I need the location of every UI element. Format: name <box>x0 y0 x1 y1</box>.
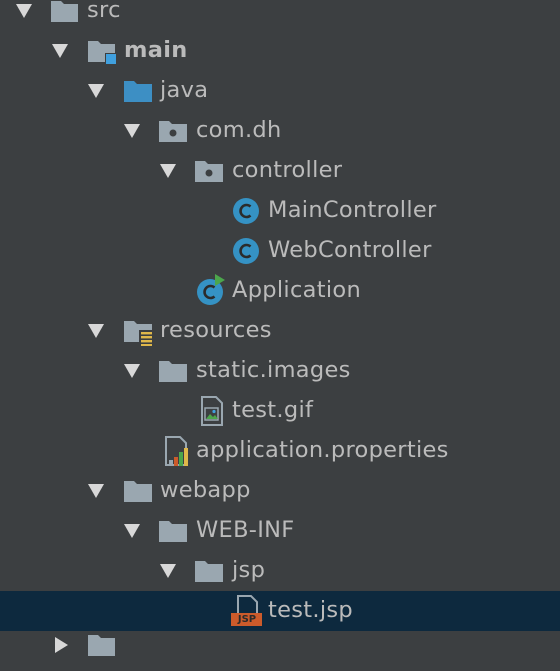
expand-arrow-icon[interactable] <box>124 364 140 378</box>
tree-node-label: MainController <box>268 197 437 223</box>
folder-icon <box>50 0 84 31</box>
tree-node-label: jsp <box>232 557 266 583</box>
tree-node-com-dh[interactable]: com.dh <box>0 111 560 151</box>
image-file-icon <box>196 391 230 431</box>
module-folder-icon <box>87 31 121 71</box>
folder-icon <box>158 511 192 551</box>
java-class-icon <box>231 231 265 271</box>
tree-node-web-controller[interactable]: WebController <box>0 231 560 271</box>
tree-node-application[interactable]: Application <box>0 271 560 311</box>
expand-arrow-icon[interactable] <box>88 324 104 338</box>
tree-node-label: application.properties <box>196 437 449 463</box>
expand-arrow-icon[interactable] <box>160 164 176 178</box>
project-tree: src main java com.dh controller <box>0 0 560 656</box>
tree-node-src[interactable]: src <box>0 0 560 31</box>
package-icon <box>158 111 192 151</box>
tree-node-static-images[interactable]: static.images <box>0 351 560 391</box>
expand-arrow-icon[interactable] <box>52 44 68 58</box>
expand-arrow-icon[interactable] <box>124 124 140 138</box>
folder-icon <box>194 551 228 591</box>
tree-node-application-properties[interactable]: application.properties <box>0 431 560 471</box>
tree-node-label: test.jsp <box>268 597 354 623</box>
tree-node-test-jsp[interactable]: JSP test.jsp <box>0 591 560 631</box>
tree-node-partial[interactable] <box>0 631 560 671</box>
tree-node-label: static.images <box>196 357 351 383</box>
runnable-class-icon <box>195 271 229 311</box>
tree-node-label: WebController <box>268 237 432 263</box>
jsp-file-icon: JSP <box>230 591 264 631</box>
properties-file-icon <box>160 431 194 471</box>
folder-icon <box>87 631 121 671</box>
tree-node-web-inf[interactable]: WEB-INF <box>0 511 560 551</box>
folder-icon <box>123 471 157 511</box>
package-icon <box>194 151 228 191</box>
tree-node-main-controller[interactable]: MainController <box>0 191 560 231</box>
tree-node-label: java <box>160 77 209 103</box>
tree-node-label: controller <box>232 157 343 183</box>
expand-arrow-icon[interactable] <box>16 4 32 18</box>
expand-arrow-icon[interactable] <box>88 484 104 498</box>
folder-icon <box>158 351 192 391</box>
source-folder-icon <box>123 71 157 111</box>
tree-node-jsp[interactable]: jsp <box>0 551 560 591</box>
tree-node-label: webapp <box>160 477 251 503</box>
java-class-icon <box>231 191 265 231</box>
expand-arrow-icon[interactable] <box>124 524 140 538</box>
tree-node-label: WEB-INF <box>196 517 295 543</box>
resources-folder-icon <box>123 311 157 351</box>
tree-node-java[interactable]: java <box>0 71 560 111</box>
expand-arrow-icon[interactable] <box>160 564 176 578</box>
tree-node-label: com.dh <box>196 117 282 143</box>
tree-node-label: resources <box>160 317 272 343</box>
tree-node-label: test.gif <box>232 397 314 423</box>
tree-node-controller[interactable]: controller <box>0 151 560 191</box>
tree-node-resources[interactable]: resources <box>0 311 560 351</box>
tree-node-label: main <box>124 37 188 63</box>
tree-node-main[interactable]: main <box>0 31 560 71</box>
jsp-badge-label: JSP <box>237 614 257 625</box>
tree-node-test-gif[interactable]: test.gif <box>0 391 560 431</box>
tree-node-label: src <box>87 0 121 23</box>
tree-node-webapp[interactable]: webapp <box>0 471 560 511</box>
collapse-arrow-icon[interactable] <box>55 637 68 653</box>
expand-arrow-icon[interactable] <box>88 84 104 98</box>
tree-node-label: Application <box>232 277 362 303</box>
